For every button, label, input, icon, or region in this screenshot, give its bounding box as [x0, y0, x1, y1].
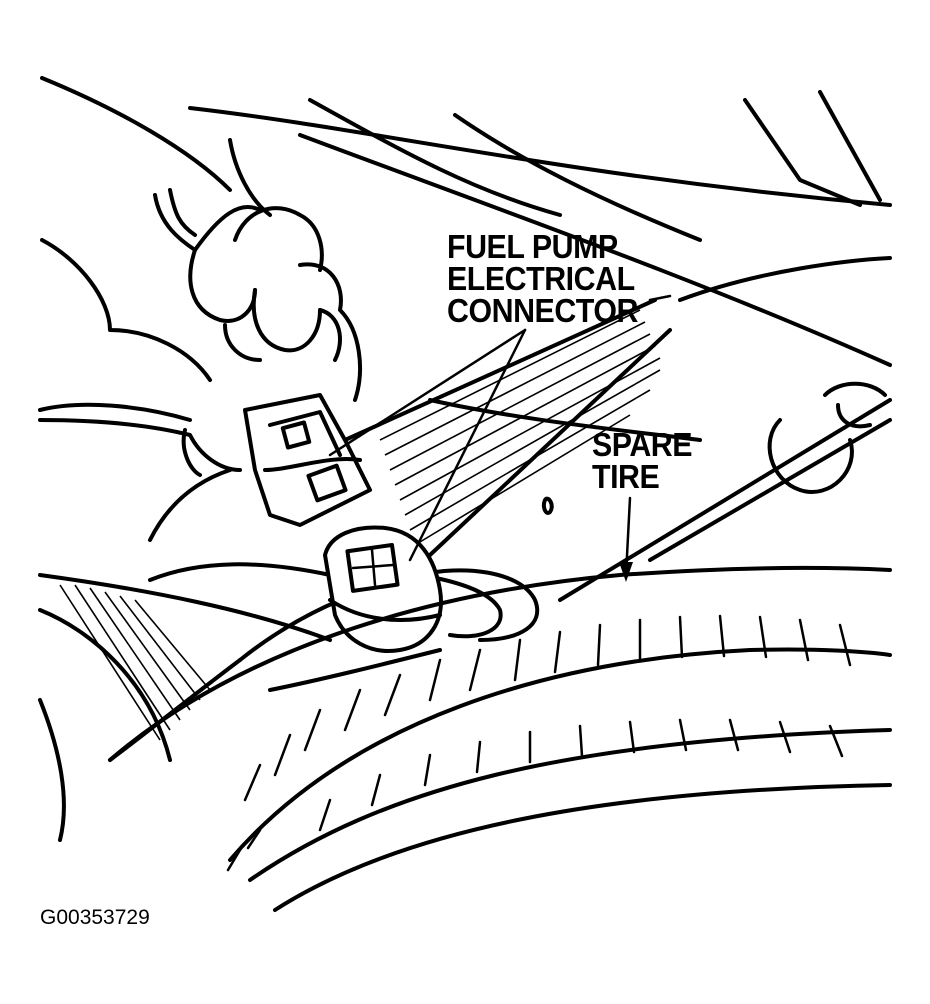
upper-hand — [38, 76, 362, 477]
figure-id: G00353729 — [40, 906, 150, 929]
spare-tire-label-line-2: TIRE — [592, 458, 660, 495]
left-side-panels — [38, 402, 332, 842]
spare-tire — [108, 565, 892, 912]
trunk-floor-shading — [59, 298, 672, 741]
fuel-pump-connector-leader — [328, 294, 672, 562]
fuel-pump-label-line-2: ELECTRICAL — [447, 260, 635, 297]
fuel-pump-label-line-3: CONNECTOR — [447, 292, 638, 329]
spare-tire-label-line-1: SPARE — [592, 426, 693, 463]
fuel-pump-label-line-1: FUEL PUMP — [447, 228, 618, 265]
spare-tire-leader — [619, 496, 633, 582]
vehicle-body-panels — [188, 90, 892, 602]
connector-upper-half — [243, 393, 372, 527]
